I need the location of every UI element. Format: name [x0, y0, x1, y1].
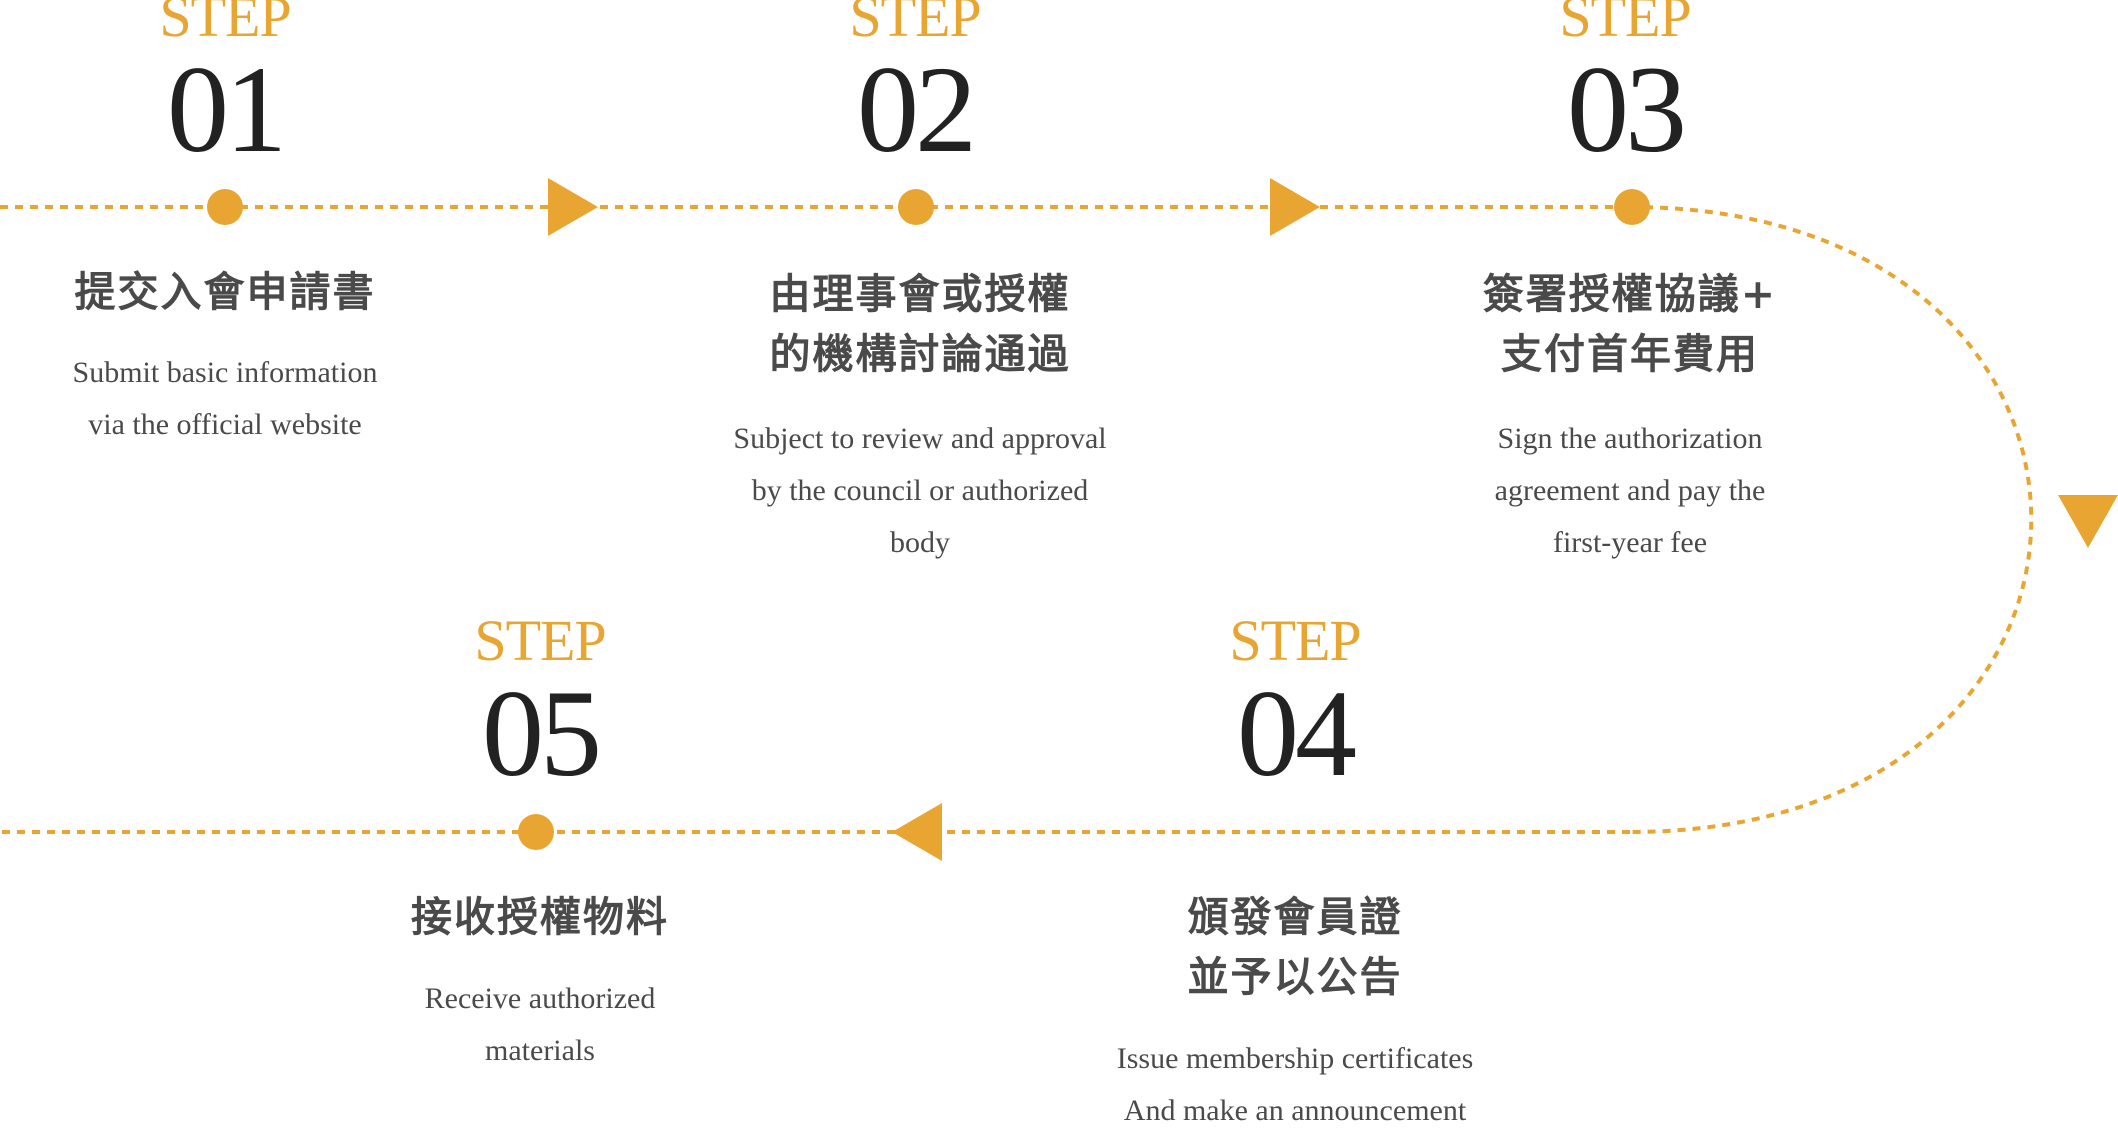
description-line: first-year fee [1552, 526, 1708, 559]
step-number: 01 [167, 41, 287, 178]
description-line: Receive authorized [424, 982, 656, 1015]
description-line: by the council or authorized [751, 474, 1089, 507]
step-03-dot [1614, 189, 1650, 225]
title-line: 提交入會申請書 [74, 268, 376, 316]
step-01-heading: STEP 01 [125, 0, 325, 172]
step-05-description: Receive authorized materials [340, 973, 740, 1077]
title-line: 並予以公告 [1187, 953, 1403, 1001]
description-line: agreement and pay the [1494, 474, 1766, 507]
step-05-heading: STEP 05 [440, 612, 640, 796]
title-line: 接收授權物料 [411, 893, 669, 941]
arrow-left-icon [892, 803, 942, 861]
arrow-down-icon [2058, 495, 2118, 548]
title-line: 由理事會或授權 [769, 270, 1071, 318]
step-04-description: Issue membership certificates And make a… [1045, 1033, 1545, 1137]
step-02-heading: STEP 02 [815, 0, 1015, 172]
step-label: STEP [1229, 608, 1361, 673]
step-05-title: 接收授權物料 [340, 887, 740, 947]
title-line: 簽署授權協議+ [1482, 270, 1778, 318]
arrow-right-icon [1270, 178, 1320, 236]
step-label: STEP [474, 608, 606, 673]
step-02-dot [898, 189, 934, 225]
step-01-dot [207, 189, 243, 225]
step-label: STEP [159, 0, 291, 49]
description-line: materials [485, 1034, 595, 1067]
description-line: Sign the authorization [1497, 422, 1763, 455]
description-line: body [890, 526, 950, 559]
description-line: Subject to review and approval [733, 422, 1107, 455]
step-03-description: Sign the authorization agreement and pay… [1405, 413, 1855, 569]
step-number: 04 [1237, 665, 1357, 802]
title-line: 頒發會員證 [1187, 893, 1403, 941]
step-number: 02 [857, 41, 977, 178]
step-label: STEP [849, 0, 981, 49]
step-number: 05 [482, 665, 602, 802]
arrow-right-icon [548, 178, 598, 236]
step-02-description: Subject to review and approval by the co… [670, 413, 1170, 569]
step-03-title: 簽署授權協議+ 支付首年費用 [1430, 264, 1830, 384]
description-line: via the official website [88, 408, 362, 441]
title-line: 的機構討論通過 [769, 330, 1071, 378]
step-03-heading: STEP 03 [1525, 0, 1725, 172]
step-02-title: 由理事會或授權 的機構討論通過 [720, 264, 1120, 384]
step-04-title: 頒發會員證 並予以公告 [1095, 887, 1495, 1007]
description-line: Submit basic information [72, 356, 378, 389]
step-04-heading: STEP 04 [1195, 612, 1395, 796]
step-01-description: Submit basic information via the officia… [0, 347, 450, 451]
title-line: 支付首年費用 [1501, 330, 1759, 378]
right-curve-line [1629, 205, 2034, 834]
step-number: 03 [1567, 41, 1687, 178]
step-05-dot [518, 814, 554, 850]
step-label: STEP [1559, 0, 1691, 49]
step-01-title: 提交入會申請書 [25, 262, 425, 322]
description-line: And make an announcement [1123, 1094, 1467, 1127]
description-line: Issue membership certificates [1116, 1042, 1474, 1075]
